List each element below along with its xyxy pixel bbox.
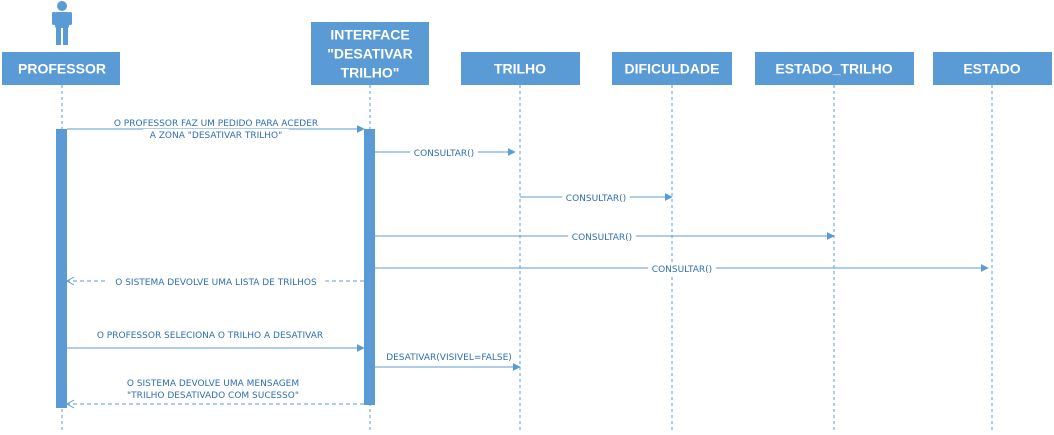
participant-interface: INTERFACE "DESATIVAR TRILHO" — [311, 22, 429, 85]
message-label-bg — [109, 117, 323, 128]
message-label: CONSULTAR() — [566, 194, 626, 204]
message-m1: O PROFESSOR FAZ UM PEDIDO PARA ACEDER A Z… — [67, 117, 365, 141]
participant-label: ESTADO_TRILHO — [775, 61, 892, 77]
actor-body — [55, 12, 69, 28]
message-label-bg — [123, 389, 303, 400]
participant-label: DIFICULDADE — [625, 61, 720, 77]
message-label: CONSULTAR() — [414, 149, 474, 159]
participant-box — [755, 52, 914, 85]
actor-leg-right — [63, 27, 68, 45]
activation-bar-interface — [364, 129, 375, 405]
participant-box — [2, 52, 120, 85]
participant-box — [461, 52, 580, 85]
participant-label: TRILHO — [494, 61, 546, 77]
activation-bar-professor — [56, 129, 67, 408]
message-label-bg — [410, 147, 478, 158]
participant-professor: PROFESSOR — [2, 52, 120, 85]
participant-label: "DESATIVAR — [327, 46, 412, 62]
message-label: DESATIVAR(VISIVEL=FALSE) — [386, 353, 512, 363]
participant-estado_trilho: ESTADO_TRILHO — [755, 52, 914, 85]
message-label-bg — [378, 351, 520, 362]
message-label-bg — [106, 276, 326, 287]
message-m8: DESATIVAR(VISIVEL=FALSE) — [375, 351, 521, 371]
message-label: O SISTEMA DEVOLVE UMA MENSAGEM — [127, 379, 299, 389]
message-label-bg — [568, 231, 636, 242]
open-arrowhead-icon — [65, 399, 75, 409]
message-m5: CONSULTAR() — [375, 263, 989, 275]
message-label: O SISTEMA DEVOLVE UMA LISTA DE TRILHOS — [115, 278, 317, 288]
participant-dificuldade: DIFICULDADE — [612, 52, 732, 85]
message-label-bg — [126, 377, 300, 388]
actor-head — [57, 1, 67, 11]
message-label-bg — [143, 129, 289, 140]
participant-label: PROFESSOR — [18, 61, 106, 77]
participant-label: INTERFACE — [330, 27, 409, 43]
participant-estado: ESTADO — [933, 52, 1052, 85]
message-label: O PROFESSOR FAZ UM PEDIDO PARA ACEDER — [114, 119, 318, 129]
participant-box — [311, 22, 429, 85]
message-label: CONSULTAR() — [572, 233, 632, 243]
stick-figure-icon — [52, 1, 72, 45]
message-label-bg — [648, 263, 716, 274]
message-label: "TRILHO DESATIVADO COM SUCESSO" — [127, 391, 299, 401]
message-label-bg — [562, 192, 630, 203]
message-label: O PROFESSOR SELECIONA O TRILHO A DESATIV… — [97, 331, 323, 341]
open-arrowhead-icon — [65, 276, 75, 286]
participant-label: ESTADO — [963, 61, 1020, 77]
message-label: A ZONA "DESATIVAR TRILHO" — [150, 131, 283, 141]
message-m2: CONSULTAR() — [375, 147, 516, 159]
participant-label: TRILHO" — [341, 65, 400, 81]
participant-box — [933, 52, 1052, 85]
participant-box — [612, 52, 732, 85]
message-m3: CONSULTAR() — [520, 192, 673, 204]
actor-arm-right — [68, 12, 72, 25]
actor-leg-left — [56, 27, 61, 45]
actor-arm-left — [52, 12, 56, 25]
participant-trilho: TRILHO — [461, 52, 580, 85]
message-m7: O PROFESSOR SELECIONA O TRILHO A DESATIV… — [67, 329, 365, 352]
message-m6: O SISTEMA DEVOLVE UMA LISTA DE TRILHOS — [65, 276, 364, 288]
message-label-bg — [89, 329, 331, 340]
message-m9: O SISTEMA DEVOLVE UMA MENSAGEM "TRILHO DE… — [65, 377, 364, 409]
message-label: CONSULTAR() — [652, 265, 712, 275]
message-m4: CONSULTAR() — [375, 231, 835, 243]
